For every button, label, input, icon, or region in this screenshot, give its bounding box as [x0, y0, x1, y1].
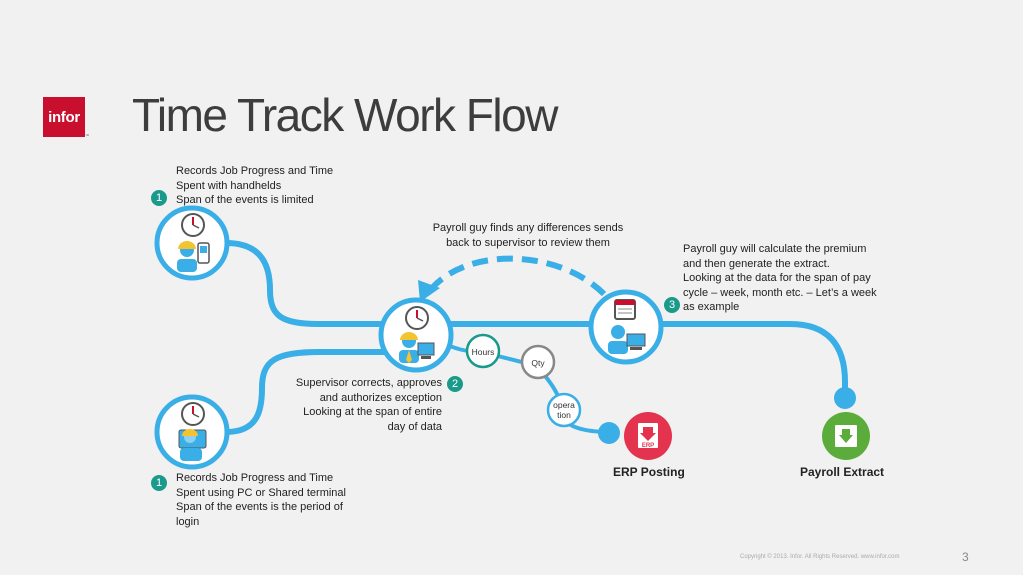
supervisor-step-text: Supervisor corrects, approves and author…: [295, 377, 442, 433]
flow-line-handheld: [225, 240, 384, 327]
terminal-worker-node: [154, 394, 230, 470]
handheld-step-text: Records Job Progress and Time Spent with…: [176, 165, 334, 206]
flow-line-terminal: [225, 349, 384, 435]
supervisor-node: [378, 297, 454, 373]
operation-label: opera tion: [553, 400, 575, 420]
page-title: Time Track Work Flow: [132, 89, 558, 141]
terminal-step-text: Records Job Progress and Time Spent usin…: [176, 472, 346, 528]
hours-node: [465, 333, 501, 369]
erp-posting-icon: [624, 412, 672, 460]
feedback-text: Payroll guy finds any differences sends …: [432, 222, 624, 249]
operation-node: [546, 392, 582, 428]
payroll-step-text: Payroll guy will calculate the premium a…: [683, 243, 877, 313]
extract-flow-end-dot: [834, 387, 856, 409]
flow-line-to-extract: [660, 321, 848, 396]
erp-flow-end-dot: [598, 422, 620, 444]
step-badge-2: 2: [447, 376, 463, 392]
erp-icon-text: ERP: [642, 443, 654, 449]
erp-posting-label: ERP Posting: [613, 465, 685, 479]
payroll-node: [588, 289, 664, 365]
step-badge-1-bottom: 1: [151, 475, 167, 491]
feedback-dashed-arrow: [429, 255, 607, 297]
page-number: 3: [962, 550, 969, 564]
qty-label: Qty: [531, 358, 545, 368]
monitor-icon: [626, 333, 646, 347]
monitor-icon: [417, 342, 435, 356]
infor-logo: infor: [43, 97, 85, 137]
payroll-extract-icon: [822, 412, 870, 460]
handheld-worker-node: [154, 205, 230, 281]
copyright-text: Copyright © 2013. Infor. All Rights Rese…: [740, 554, 900, 560]
step-badge-1-top: 1: [151, 190, 167, 206]
payroll-worker-icon: [611, 325, 625, 339]
payroll-extract-label: Payroll Extract: [800, 465, 885, 479]
qty-node: [520, 344, 556, 380]
logo-trademark: ™: [85, 133, 89, 138]
feedback-arrowhead: [418, 280, 440, 302]
hours-label: Hours: [471, 347, 495, 357]
step-badge-3: 3: [664, 297, 680, 313]
